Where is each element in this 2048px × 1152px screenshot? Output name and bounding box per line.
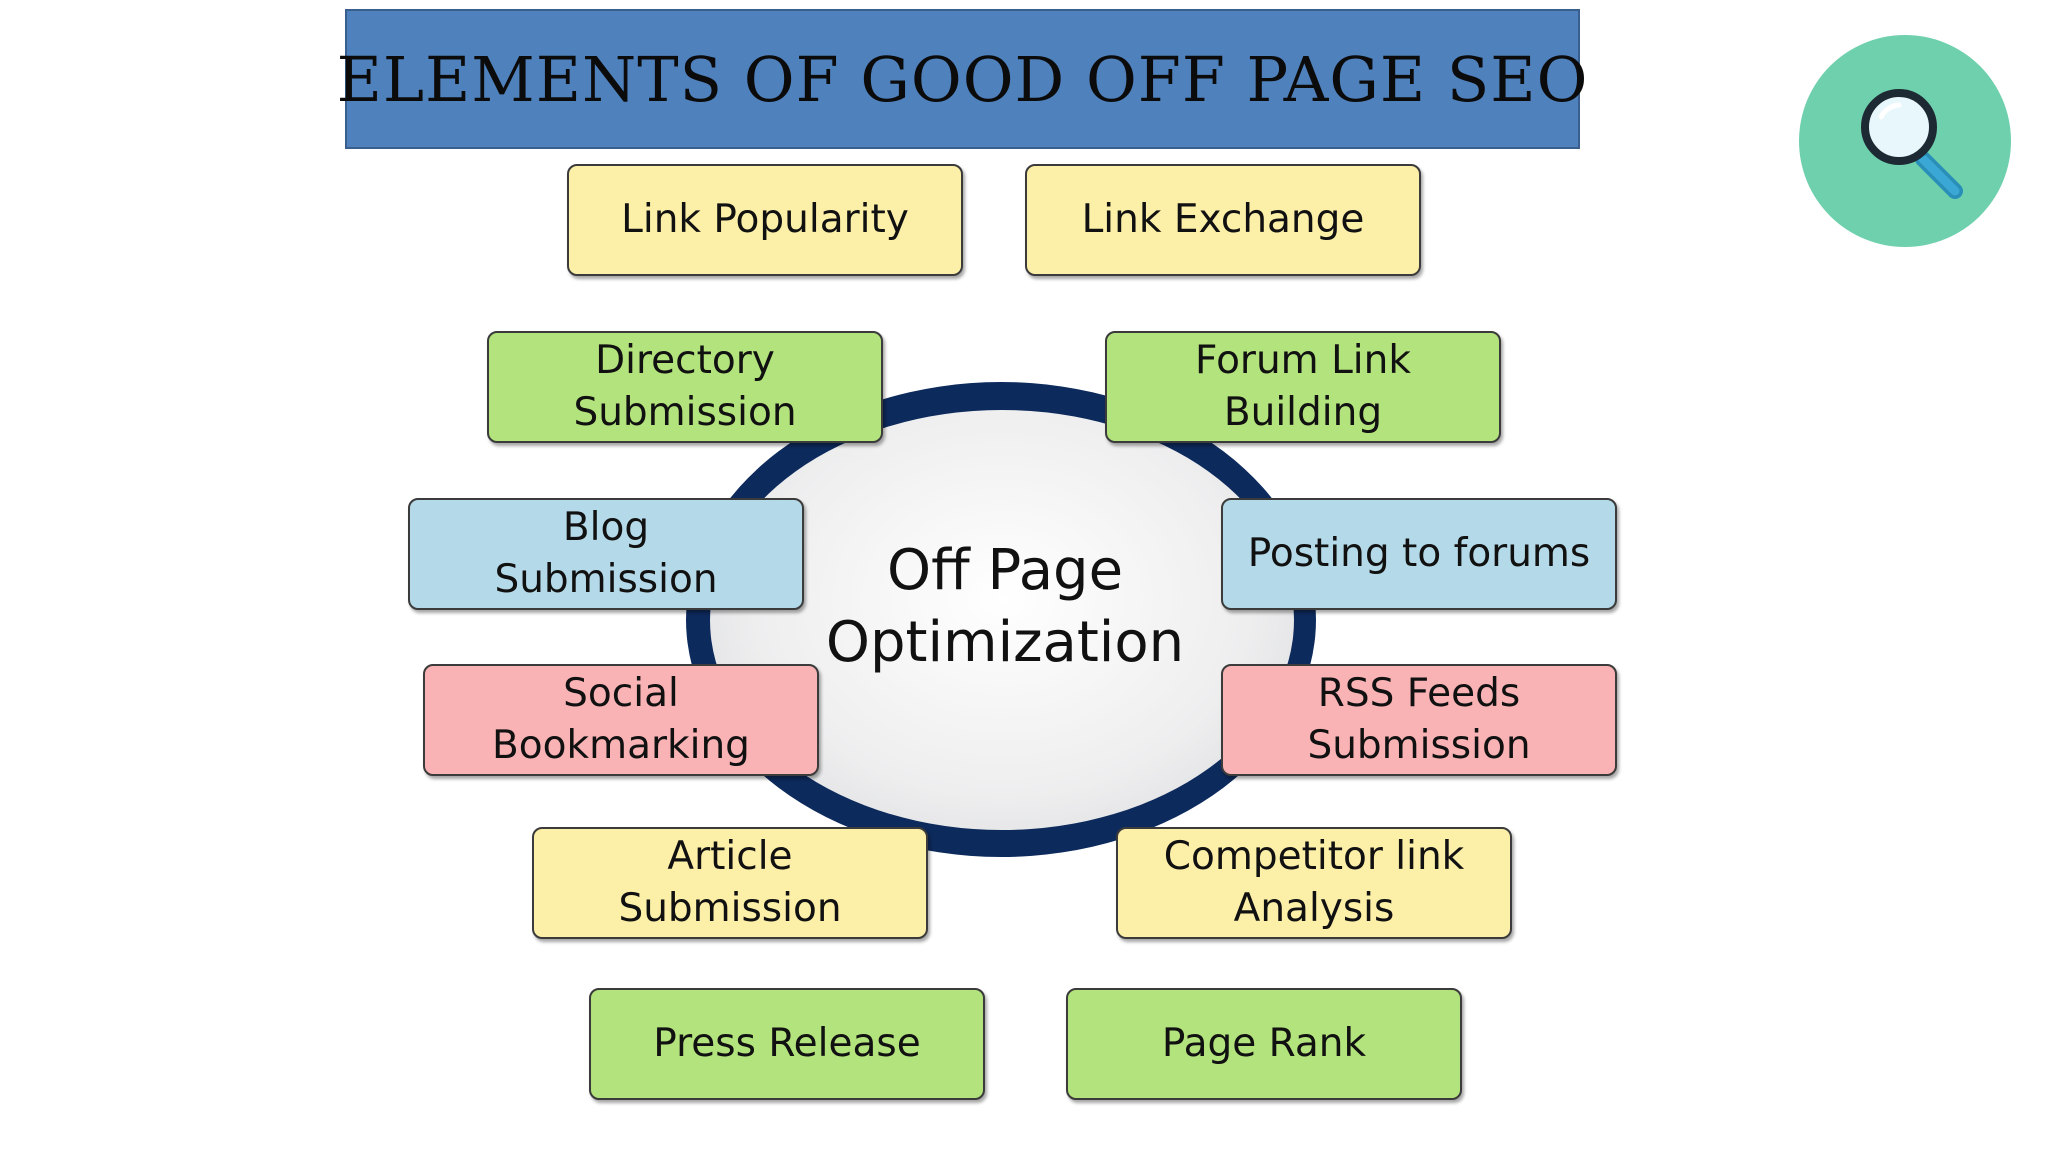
element-article-submission: Article Submission (532, 827, 928, 939)
element-link-popularity: Link Popularity (567, 164, 963, 276)
element-page-rank: Page Rank (1066, 988, 1462, 1100)
page-title: ELEMENTS OF GOOD OFF PAGE SEO (336, 42, 1589, 116)
element-link-exchange: Link Exchange (1025, 164, 1421, 276)
element-social-bookmarking: Social Bookmarking (423, 664, 819, 776)
element-press-release: Press Release (589, 988, 985, 1100)
center-label: Off Page Optimization (825, 538, 1185, 675)
element-blog-submission: Blog Submission (408, 498, 804, 610)
element-competitor-link-analysis: Competitor link Analysis (1116, 827, 1512, 939)
title-banner: ELEMENTS OF GOOD OFF PAGE SEO (337, 9, 1587, 149)
element-forum-link-building: Forum Link Building (1105, 331, 1501, 443)
search-badge (1799, 35, 2011, 247)
element-rss-feeds-submission: RSS Feeds Submission (1221, 664, 1617, 776)
element-directory-submission: Directory Submission (487, 331, 883, 443)
element-posting-to-forums: Posting to forums (1221, 498, 1617, 610)
search-icon (1861, 89, 1963, 199)
